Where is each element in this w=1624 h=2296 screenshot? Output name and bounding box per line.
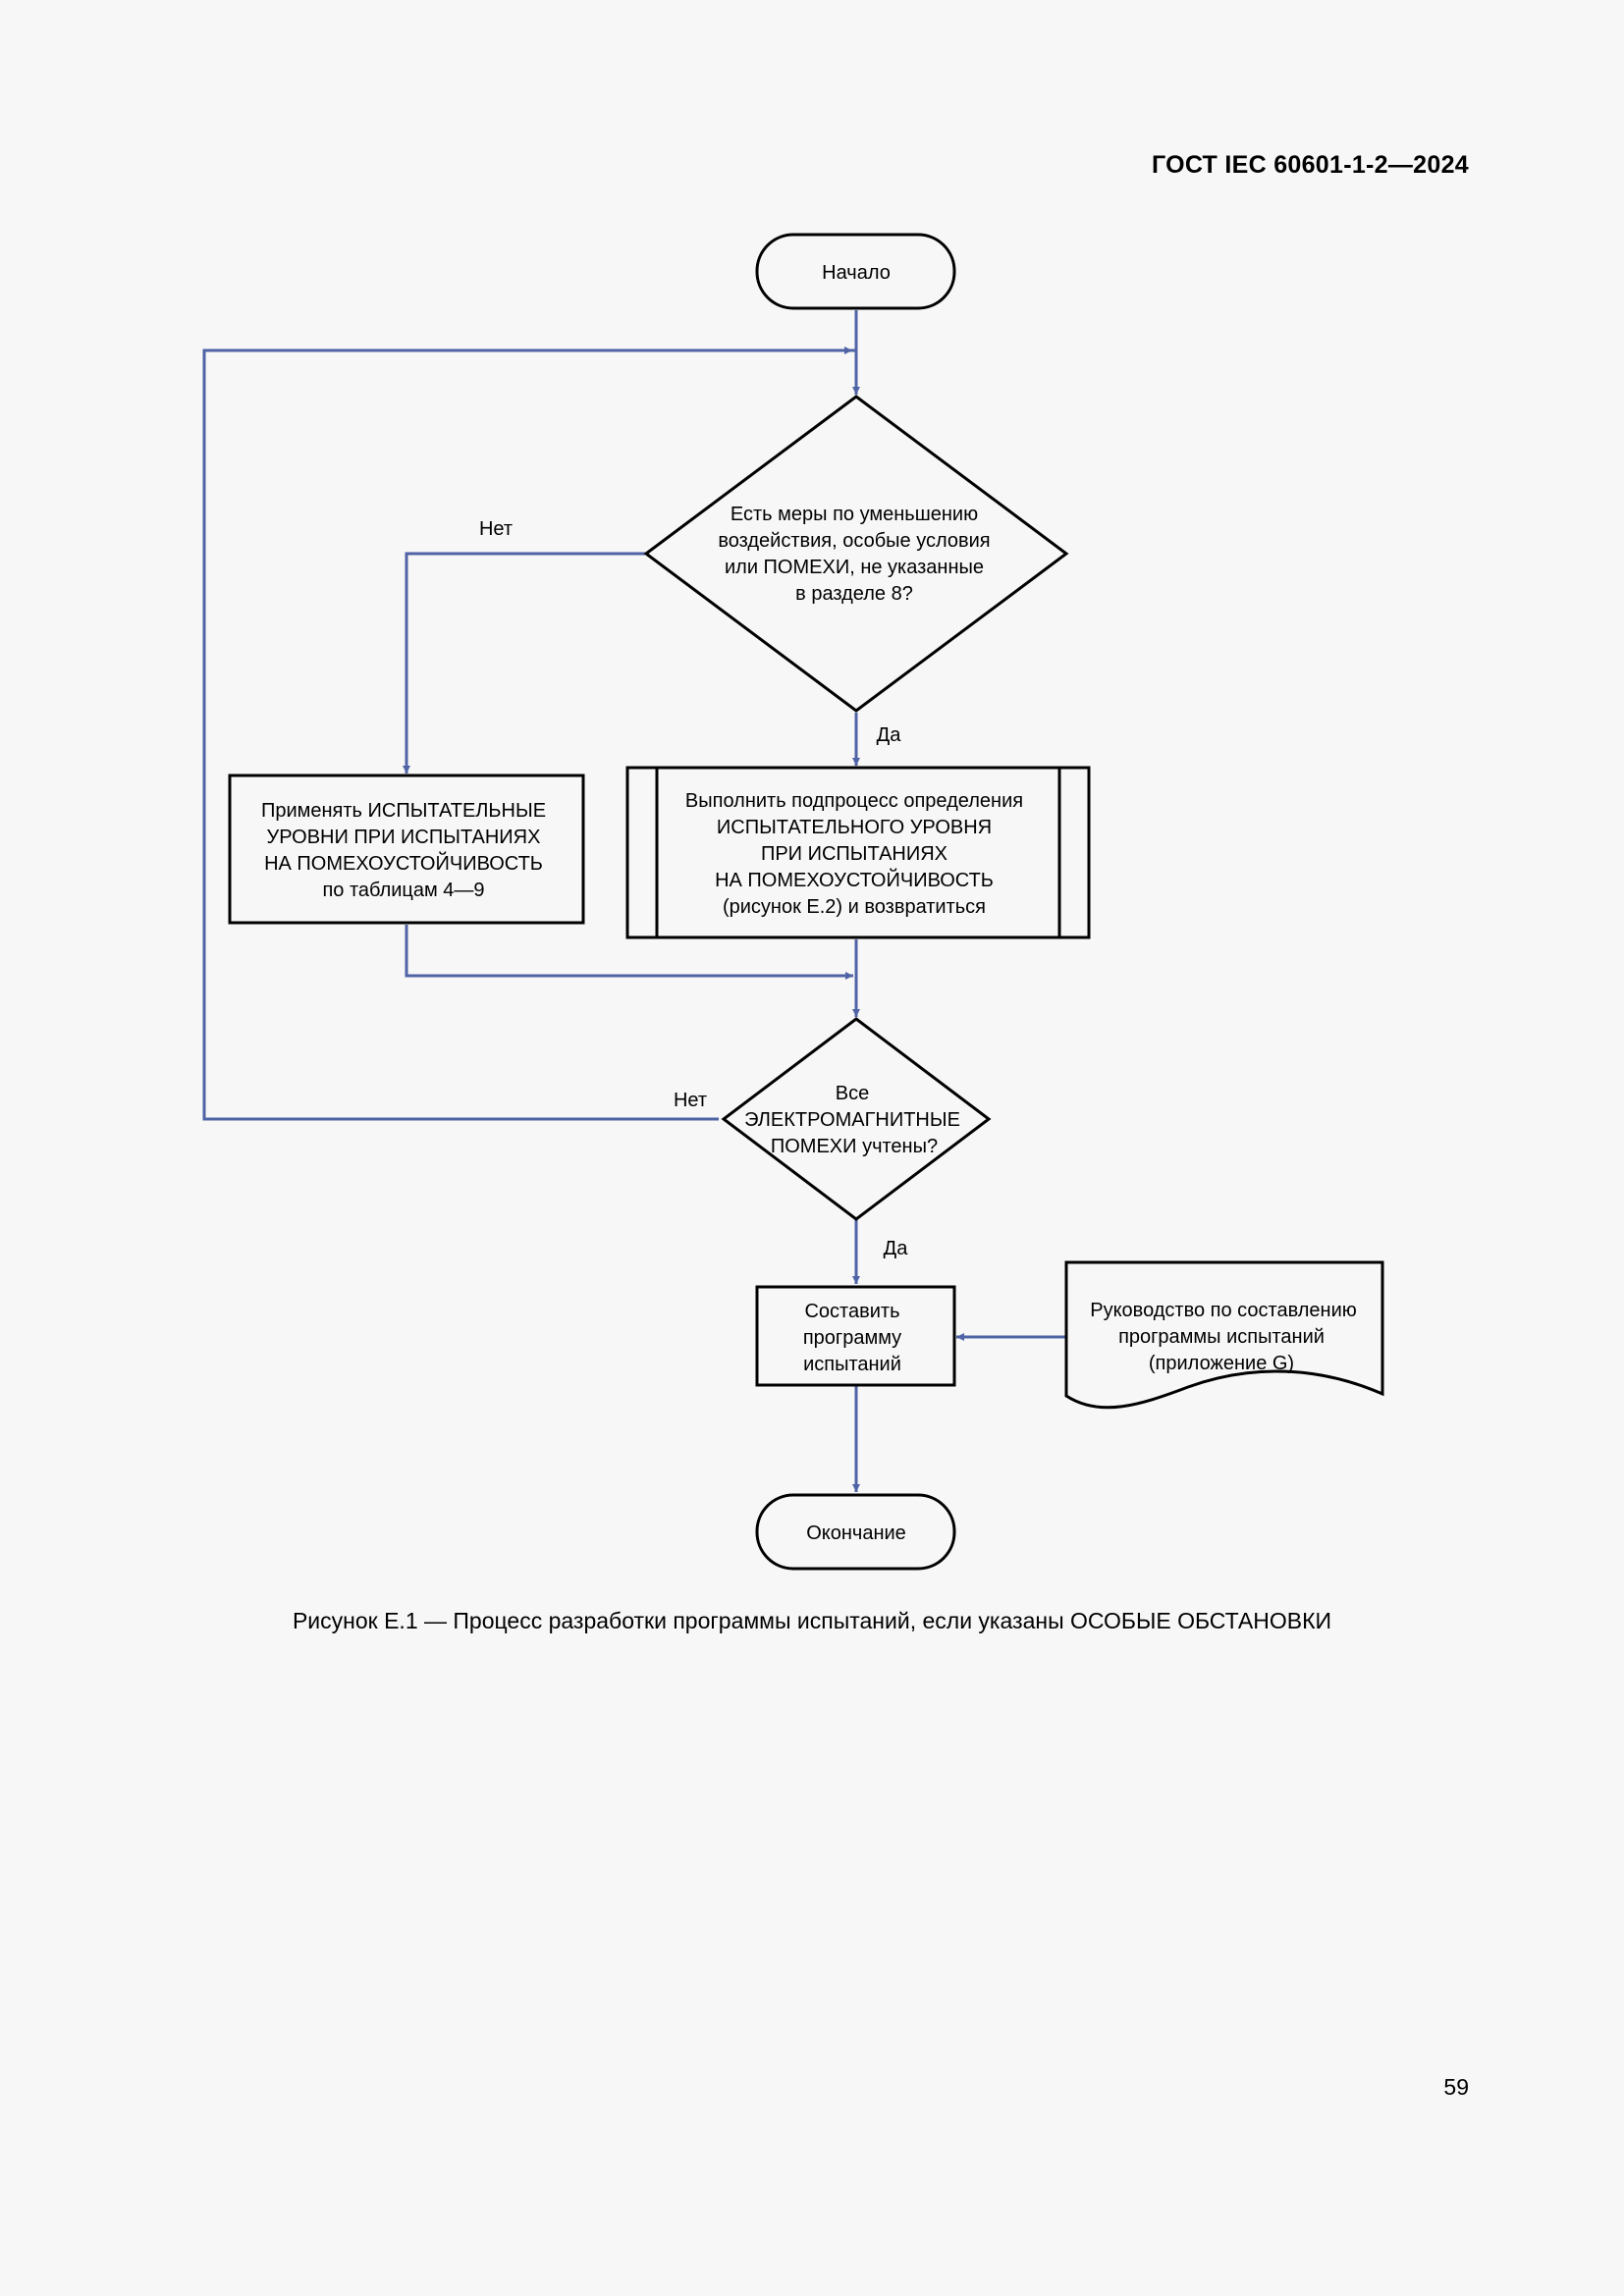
apply-levels-line1: Применять ИСПЫТАТЕЛЬНЫЕ [261,800,546,822]
subprocess-line1: Выполнить подпроцесс определения [685,790,1023,812]
decision1-line3: или ПОМЕХИ, не указанные [725,557,984,578]
decision2-yes-label: Да [884,1238,909,1259]
connector-apply-to-merge [405,925,853,980]
decision1-no-label: Нет [479,518,513,540]
apply-levels-line3: НА ПОМЕХОУСТОЙЧИВОСТЬ [264,851,543,875]
decision1-yes-label: Да [877,724,902,746]
guide-line2: программы испытаний [1118,1326,1325,1348]
end-label: Окончание [806,1522,906,1544]
subprocess-line5: (рисунок Е.2) и возвратиться [723,896,986,918]
apply-levels-process: Применять ИСПЫТАТЕЛЬНЫЕ УРОВНИ ПРИ ИСПЫТ… [228,774,585,925]
guide-line3: (приложение G) [1149,1353,1294,1374]
compose-line3: испытаний [803,1354,901,1375]
page-number: 59 [1443,2074,1469,2100]
decision2-line2: ЭЛЕКТРОМАГНИТНЫЕ [744,1109,960,1131]
guide-document: Руководство по составлению программы исп… [1064,1260,1384,1410]
subprocess-line2: ИСПЫТАТЕЛЬНОГО УРОВНЯ [717,817,992,838]
decision1: Есть меры по уменьшению воздействия, осо… [643,395,1069,713]
connector-loop-back [202,348,856,1121]
decision2-line1: Все [836,1083,869,1104]
compose-line1: Составить [804,1301,899,1322]
connectors [202,310,1065,1492]
subprocess-line3: ПРИ ИСПЫТАНИЯХ [761,843,947,865]
decision1-line4: в разделе 8? [795,583,913,605]
end-terminal: Окончание [755,1493,956,1571]
connector-decision1-no [403,552,645,774]
subprocess-line4: НА ПОМЕХОУСТОЙЧИВОСТЬ [715,868,994,891]
compose-line2: программу [803,1327,901,1349]
guide-line1: Руководство по составлению [1090,1300,1357,1321]
apply-levels-line4: по таблицам 4—9 [322,880,484,901]
document-code: ГОСТ IEC 60601-1-2—2024 [1151,151,1469,179]
start-label: Начало [822,262,891,284]
start-terminal: Начало [755,233,956,310]
decision2-line3: ПОМЕХИ учтены? [771,1136,938,1157]
apply-levels-line2: УРОВНИ ПРИ ИСПЫТАНИЯХ [267,827,541,848]
compose-program-process: Составить программу испытаний [755,1285,956,1387]
figure-caption: Рисунок Е.1 — Процесс разработки програм… [292,1608,1332,1633]
decision2-no-label: Нет [674,1090,707,1111]
subprocess-box: Выполнить подпроцесс определения ИСПЫТАТ… [625,766,1091,939]
decision1-line2: воздействия, особые условия [718,530,990,552]
decision1-line1: Есть меры по уменьшению [731,504,978,525]
decision2: Все ЭЛЕКТРОМАГНИТНЫЕ ПОМЕХИ учтены? [721,1017,992,1221]
